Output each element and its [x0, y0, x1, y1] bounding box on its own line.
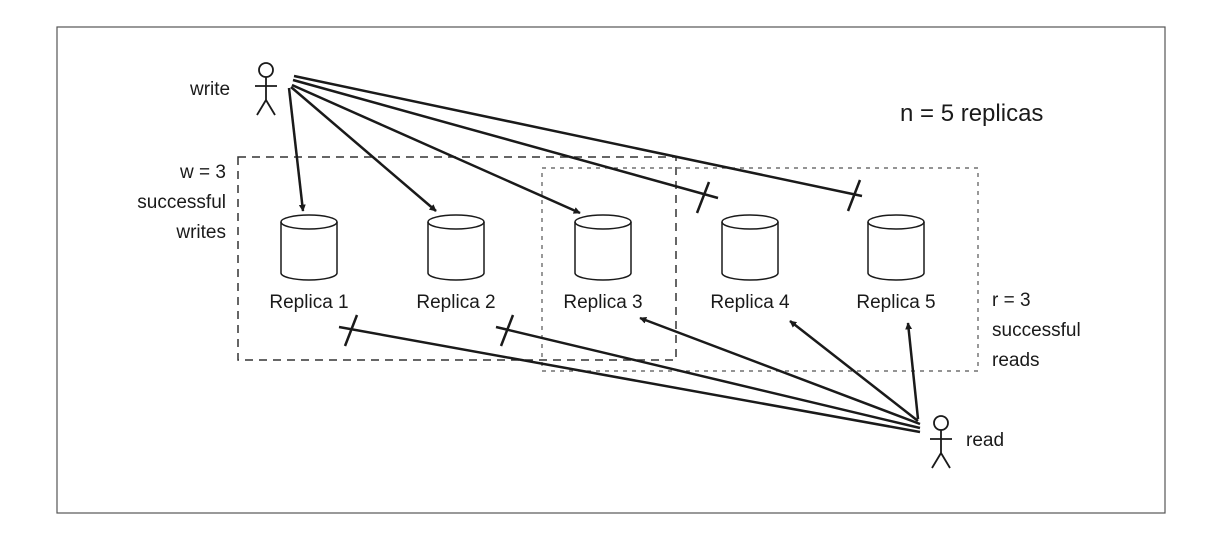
total-replicas-label: n = 5 replicas	[900, 100, 1043, 127]
read-quorum-line3: reads	[992, 350, 1040, 371]
read-arrows	[338, 316, 921, 434]
write-quorum-line1: w = 3	[179, 162, 226, 183]
failed-read-markers	[343, 314, 515, 347]
replica-2: Replica 2	[416, 214, 496, 313]
write-arrow-replica-1	[287, 87, 306, 212]
failed-read-marker-replica-1	[343, 314, 359, 347]
write-quorum-line3: writes	[175, 222, 226, 243]
read-line-replica-1	[338, 325, 921, 434]
replica-label: Replica 2	[416, 292, 495, 313]
replica-4: Replica 4	[710, 214, 790, 313]
write-quorum-line2: successful	[137, 192, 226, 213]
replica-1: Replica 1	[269, 214, 349, 313]
read-line-replica-2	[495, 325, 921, 430]
write-line-replica-4	[292, 78, 719, 200]
read-actor-label: read	[966, 430, 1004, 451]
write-arrow-replica-2	[290, 86, 437, 212]
failed-write-marker-replica-5	[846, 179, 862, 212]
write-arrows	[287, 74, 863, 215]
read-quorum-line1: r = 3	[992, 290, 1031, 311]
write-arrow-replica-3	[291, 83, 581, 215]
failed-write-marker-replica-4	[695, 181, 711, 214]
read-arrow-replica-5	[905, 322, 920, 420]
write-line-replica-5	[293, 74, 863, 198]
failed-write-markers	[695, 179, 862, 214]
write-actor-label: write	[189, 79, 230, 100]
failed-read-marker-replica-2	[499, 314, 515, 347]
replica-label: Replica 4	[710, 292, 790, 313]
read-arrow-replica-4	[789, 320, 919, 422]
read-quorum-line2: successful	[992, 320, 1081, 341]
replica-label: Replica 1	[269, 292, 348, 313]
write-actor-icon	[255, 62, 277, 116]
database-icon	[574, 214, 632, 281]
replica-3: Replica 3	[563, 214, 643, 313]
replica-label: Replica 3	[563, 292, 642, 313]
replica-5: Replica 5	[856, 214, 936, 313]
read-actor-icon	[930, 415, 952, 469]
database-icon	[280, 214, 338, 281]
database-icon	[427, 214, 485, 281]
diagram-frame	[56, 26, 1166, 514]
write-quorum-box	[237, 156, 677, 361]
database-icon	[721, 214, 779, 281]
read-quorum-box	[541, 167, 979, 372]
database-icon	[867, 214, 925, 281]
read-arrow-replica-3	[639, 316, 921, 426]
replica-label: Replica 5	[856, 292, 935, 313]
